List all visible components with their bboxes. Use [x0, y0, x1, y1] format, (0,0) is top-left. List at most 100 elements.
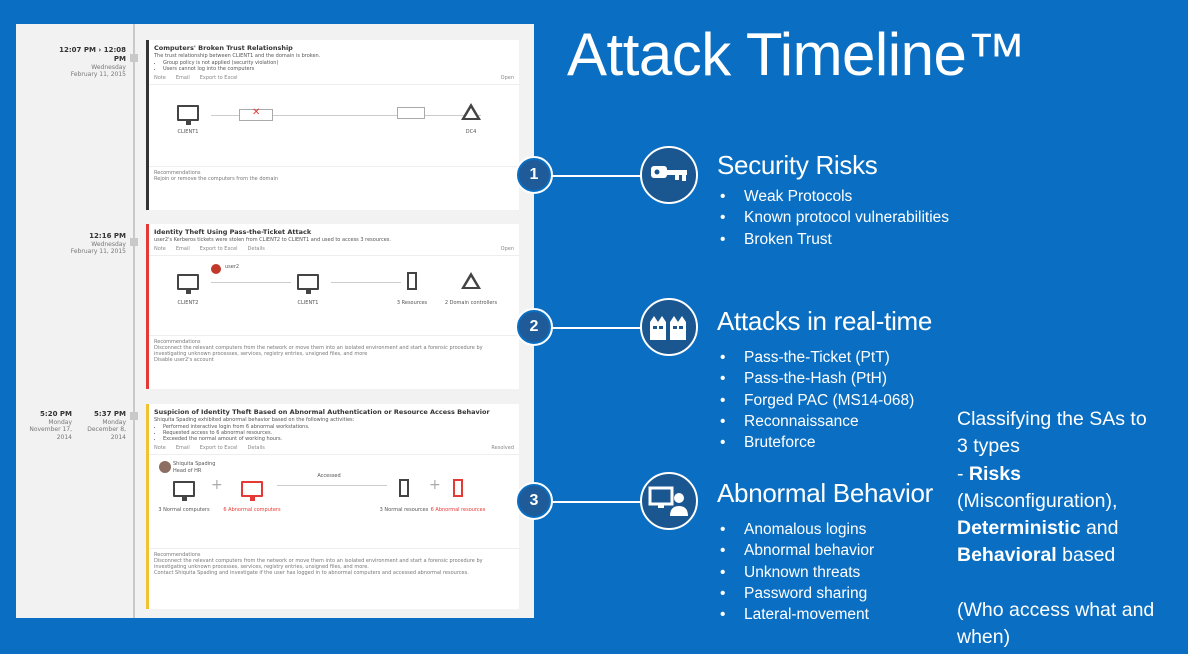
card3-abnormal-computers: 6 Abnormal computers: [223, 507, 281, 513]
section-list-1: Weak Protocols Known protocol vulnerabil…: [716, 186, 949, 250]
timeline-rail: [133, 24, 135, 618]
details-button[interactable]: Details: [247, 246, 265, 252]
list-item: Reconnaissance: [716, 411, 914, 432]
list-item: Abnormal behavior: [716, 540, 874, 561]
status-resolved[interactable]: Resolved: [491, 445, 514, 451]
timeline-panel: 12:07 PM › 12:08 PM Wednesday February 1…: [16, 24, 534, 618]
note-button[interactable]: Note: [154, 445, 166, 451]
alert-card-pass-the-ticket[interactable]: Identity Theft Using Pass-the-Ticket Att…: [146, 224, 519, 389]
connector-line-3: [552, 501, 642, 503]
card3-title: Suspicion of Identity Theft Based on Abn…: [154, 408, 490, 416]
card2-node4: 2 Domain controllers: [444, 300, 498, 306]
section-list-3: Anomalous logins Abnormal behavior Unkno…: [716, 519, 874, 625]
recommendations-title: Recommendations: [154, 339, 201, 345]
note-line: 3 types: [957, 435, 1020, 458]
user-avatar: [159, 461, 171, 473]
note-based: based: [1056, 544, 1116, 567]
note-button[interactable]: Note: [154, 246, 166, 252]
note-prefix: -: [957, 462, 969, 485]
card3-actions: Note Email Export to Excel Details Resol…: [149, 442, 519, 455]
export-excel-button[interactable]: Export to Excel: [199, 246, 238, 252]
card3-bullets: Performed interactive login from 6 abnor…: [149, 423, 519, 442]
alert-card-abnormal-behavior[interactable]: Suspicion of Identity Theft Based on Abn…: [146, 404, 519, 609]
recommendation-item: Rejoin or remove the computers from the …: [154, 176, 279, 182]
card1-time: 12:07 PM: [59, 46, 96, 54]
note-line: - Risks: [957, 461, 1187, 488]
domain-controller-icon: [461, 272, 481, 289]
list-item: Known protocol vulnerabilities: [716, 207, 949, 228]
card3-bullet: Performed interactive login from 6 abnor…: [163, 424, 514, 430]
card1-diagram: CLIENT1 ✕ DC4: [149, 85, 519, 167]
card2-desc: user2's Kerberos tickets were stolen fro…: [154, 237, 391, 243]
card1-day: Wednesday: [91, 63, 126, 71]
email-button[interactable]: Email: [175, 75, 190, 81]
abnormal-computer-icon: [241, 481, 263, 501]
connection-line: [211, 115, 481, 116]
list-item: Unknown threats: [716, 562, 874, 583]
card3-abnormal-resources: 6 Abnormal resources: [430, 507, 486, 513]
status-open[interactable]: Open: [500, 75, 514, 81]
card3-timestamp-to: 5:37 PM Monday December 8, 2014: [74, 410, 126, 441]
key-icon: [640, 146, 698, 204]
note-and: and: [1080, 517, 1119, 540]
card3-bullet: Exceeded the normal amount of working ho…: [163, 436, 514, 442]
card3-time: 5:20 PM: [40, 410, 72, 418]
server-icon: [399, 479, 409, 497]
recommendations-title: Recommendations: [154, 170, 201, 176]
attackers-icon: [640, 298, 698, 356]
list-item: Pass-the-Ticket (PtT): [716, 347, 914, 368]
card3-time-to: 5:37 PM: [94, 410, 126, 418]
server-icon: [407, 272, 417, 290]
step-badge-3: 3: [515, 482, 553, 520]
card3-user-role: Head of HR: [173, 468, 202, 474]
domain-controller-icon: [461, 103, 481, 120]
note-line: Behavioral based: [957, 542, 1187, 569]
export-excel-button[interactable]: Export to Excel: [199, 75, 238, 81]
note-line: when): [957, 626, 1011, 649]
note-button[interactable]: Note: [154, 75, 166, 81]
card3-diagram: Shiquita Spading Head of HR 3 Normal com…: [149, 455, 519, 549]
section-list-2: Pass-the-Ticket (PtT) Pass-the-Hash (PtH…: [716, 347, 914, 453]
note-line: Classifying the SAs to: [957, 408, 1147, 430]
card1-bullets: Group policy is not applied (security vi…: [149, 59, 519, 72]
note-line: Deterministic and: [957, 515, 1187, 542]
recommendation-item: Disable user2's account: [154, 357, 214, 363]
plus-icon: +: [211, 477, 223, 493]
card1-right-node: DC4: [465, 129, 477, 135]
card3-desc: Shiquita Spading exhibited abnormal beha…: [154, 417, 355, 423]
export-excel-button[interactable]: Export to Excel: [199, 445, 238, 451]
note-behavioral: Behavioral: [957, 544, 1057, 567]
card2-date: February 11, 2015: [70, 248, 126, 256]
card1-bullet: Group policy is not applied (security vi…: [163, 60, 514, 66]
list-item: Anomalous logins: [716, 519, 874, 540]
card2-day: Wednesday: [91, 240, 126, 248]
connection-line: [331, 282, 401, 283]
card3-timestamp-from: 5:20 PM Monday November 17, 2014: [20, 410, 72, 441]
list-item: Forged PAC (MS14-068): [716, 390, 914, 411]
card2-timestamp: 12:16 PM Wednesday February 11, 2015: [46, 232, 126, 256]
alert-card-broken-trust[interactable]: Computers' Broken Trust Relationship The…: [146, 40, 519, 210]
note-spacer: [957, 570, 1187, 597]
email-button[interactable]: Email: [175, 445, 190, 451]
user-computer-icon: [640, 472, 698, 530]
recommendation-item: Disconnect the relevant computers from t…: [154, 558, 483, 570]
card1-actions: Note Email Export to Excel Open: [149, 72, 519, 85]
note-line: (Who access what and: [957, 598, 1155, 621]
card2-recommendations: Recommendations Disconnect the relevant …: [149, 336, 519, 366]
email-button[interactable]: Email: [175, 246, 190, 252]
list-item: Lateral-movement: [716, 604, 874, 625]
card3-day: Monday: [48, 418, 72, 426]
abnormal-server-icon: [453, 479, 463, 497]
card1-title: Computers' Broken Trust Relationship: [154, 44, 293, 52]
card3-normal-computers: 3 Normal computers: [158, 507, 210, 513]
card1-time-to: 12:08 PM: [103, 46, 126, 63]
plus-icon: +: [429, 477, 441, 493]
certificate-icon: [397, 107, 425, 119]
card3-bullet: Requested access to 6 abnormal resources…: [163, 430, 514, 436]
card2-title: Identity Theft Using Pass-the-Ticket Att…: [154, 228, 312, 236]
computer-icon: [177, 274, 199, 294]
computer-icon: [297, 274, 319, 294]
status-open[interactable]: Open: [500, 246, 514, 252]
details-button[interactable]: Details: [247, 445, 265, 451]
card3-day-to: Monday: [102, 418, 126, 426]
